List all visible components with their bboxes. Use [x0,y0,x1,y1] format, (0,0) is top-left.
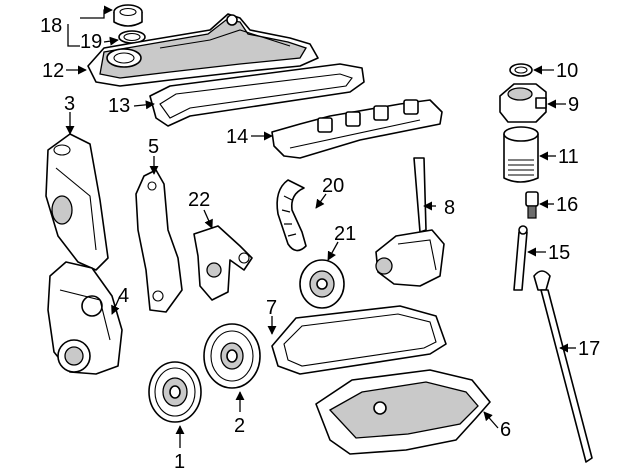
callout-6: 6 [500,419,511,441]
callout-22: 22 [188,189,210,211]
callout-14: 14 [226,126,248,148]
pulley-part [203,323,261,389]
callout-7: 7 [266,297,277,319]
oil-filter-part [503,126,539,183]
callout-10: 10 [556,60,578,82]
callout-9: 9 [568,94,579,116]
oil-pan-part [315,369,491,455]
leader-lines [65,5,576,448]
idler-pulley-part [299,259,345,309]
callout-4: 4 [118,285,129,307]
valve-cover-gasket-part [149,63,365,127]
callout-17: 17 [578,338,600,360]
lower-timing-cover-part [47,261,123,375]
oil-pan-gasket-part [271,305,447,375]
callout-8: 8 [444,197,455,219]
upper-timing-cover-part [45,133,109,271]
callout-21: 21 [334,223,356,245]
dipstick-tube-part [513,225,528,291]
oil-pressure-sensor-part [525,191,539,219]
crankshaft-pulley-part [148,361,202,423]
oil-filter-adapter-part [499,83,547,123]
valve-cover-part [87,13,319,87]
oil-filler-cap-part [113,4,143,27]
tensioner-part [193,225,253,301]
callout-1: 1 [174,451,185,471]
callout-15: 15 [548,242,570,264]
cap-seal-part [118,30,146,44]
manifold-cover-part [271,99,443,159]
callout-18: 18 [40,15,62,37]
dipstick-part [533,270,593,463]
callout-20: 20 [322,175,344,197]
callout-13: 13 [108,95,130,117]
callout-19: 19 [80,31,102,53]
oil-filter-seal-part [509,63,533,77]
callout-11: 11 [558,146,579,168]
oil-pump-part [375,157,445,287]
callout-16: 16 [556,194,578,216]
callout-12: 12 [42,60,64,82]
bracket-part [135,169,183,313]
callout-2: 2 [234,415,245,437]
callout-3: 3 [64,93,75,115]
callout-5: 5 [148,136,159,158]
timing-belt-part [276,179,307,252]
